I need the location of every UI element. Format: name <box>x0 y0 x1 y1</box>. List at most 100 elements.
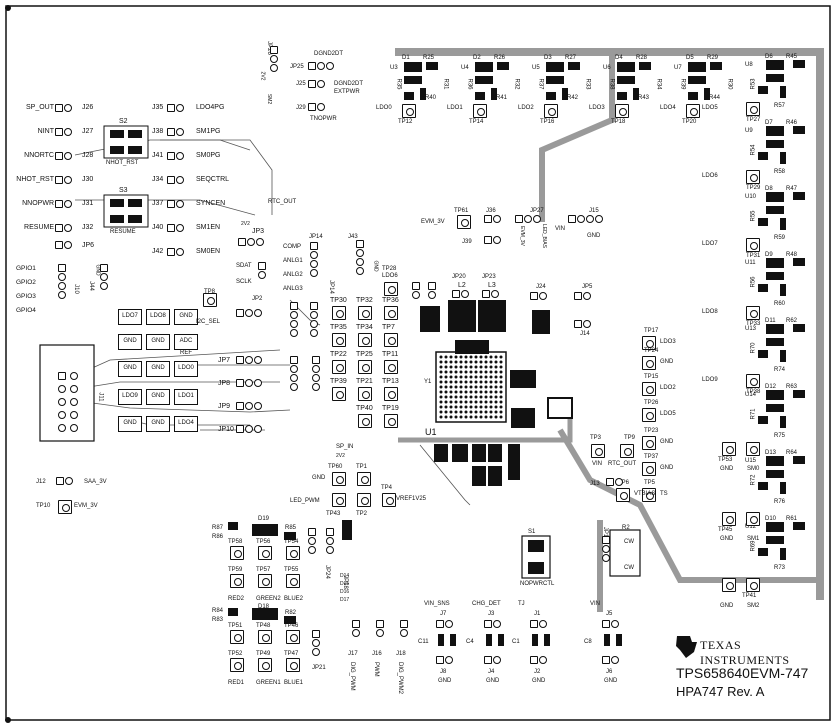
ldo-pad[interactable]: GND <box>118 334 142 350</box>
ldo-pad[interactable]: GND <box>146 389 170 405</box>
jp11-header[interactable] <box>290 302 298 337</box>
top-tp[interactable] <box>473 104 487 118</box>
ldo-pad[interactable]: LDO4 <box>174 416 198 432</box>
jumper-j42[interactable] <box>167 248 184 256</box>
j24-header[interactable] <box>530 292 547 300</box>
power-tp[interactable] <box>642 436 656 450</box>
led-tp[interactable] <box>286 658 300 672</box>
jp22-header[interactable] <box>412 282 420 299</box>
led-tp[interactable] <box>230 658 244 672</box>
power-tp[interactable] <box>642 488 656 502</box>
test-point[interactable] <box>384 306 398 320</box>
jp24-header[interactable] <box>308 528 316 554</box>
test-point[interactable] <box>358 333 372 347</box>
jack-header[interactable] <box>484 620 501 628</box>
j44-header[interactable] <box>100 264 108 290</box>
tp1[interactable] <box>357 472 371 486</box>
jp18-header[interactable] <box>326 528 334 554</box>
ldo-pad[interactable]: ADC REF <box>174 334 198 356</box>
top-tp[interactable] <box>544 104 558 118</box>
ldo-pad[interactable]: GND <box>118 416 142 432</box>
led-pwm-tp[interactable] <box>332 493 346 507</box>
test-point[interactable] <box>384 360 398 374</box>
power-tp[interactable] <box>642 356 656 370</box>
jack-header[interactable] <box>602 620 619 628</box>
led-tp[interactable] <box>230 630 244 644</box>
tp3[interactable] <box>591 444 605 458</box>
jp-row-header[interactable] <box>236 379 262 387</box>
led-tp[interactable] <box>286 630 300 644</box>
right-tp[interactable] <box>746 374 760 388</box>
j36-header[interactable] <box>484 215 501 223</box>
j14-header[interactable] <box>574 320 591 328</box>
jumper-j41[interactable] <box>167 152 184 160</box>
led-tp[interactable] <box>258 546 272 560</box>
jumper-j32[interactable] <box>55 224 72 232</box>
jack-header[interactable] <box>484 656 501 664</box>
top-tp[interactable] <box>686 104 700 118</box>
j39-header[interactable] <box>484 236 501 244</box>
ldo-pad[interactable]: GND <box>146 334 170 350</box>
test-point[interactable] <box>332 387 346 401</box>
jp-row-header[interactable] <box>236 402 262 410</box>
power-tp[interactable] <box>642 462 656 476</box>
test-point[interactable] <box>332 360 346 374</box>
j12-header[interactable] <box>56 477 73 485</box>
right-tp[interactable] <box>746 306 760 320</box>
power-tp[interactable] <box>616 488 630 502</box>
j15-header[interactable] <box>568 215 603 223</box>
jumper-j35[interactable] <box>167 104 184 112</box>
led-tp[interactable] <box>230 574 244 588</box>
sdat-sclk-header[interactable] <box>258 262 266 279</box>
jp25-header[interactable] <box>308 62 334 70</box>
led-tp[interactable] <box>286 574 300 588</box>
ldo-pad[interactable]: LDO8 <box>146 309 170 325</box>
test-point[interactable] <box>358 360 372 374</box>
jp3-header[interactable] <box>238 238 264 246</box>
jack-header[interactable] <box>436 620 453 628</box>
jp23-header[interactable] <box>482 290 499 298</box>
tp53[interactable] <box>722 442 736 456</box>
jumper-j38[interactable] <box>167 128 184 136</box>
jumper-j34[interactable] <box>167 176 184 184</box>
power-tp[interactable] <box>642 336 656 350</box>
j43-header[interactable] <box>356 240 364 275</box>
jumper-j37[interactable] <box>167 200 184 208</box>
tp45[interactable] <box>722 512 736 526</box>
right-tp[interactable] <box>746 238 760 252</box>
right-tp[interactable] <box>746 170 760 184</box>
j29-header[interactable] <box>308 103 325 111</box>
jp5-header[interactable] <box>574 292 591 300</box>
tp28[interactable] <box>384 282 398 296</box>
jp-row-header[interactable] <box>236 356 262 364</box>
test-point[interactable] <box>384 414 398 428</box>
tp61[interactable] <box>457 215 471 229</box>
ldo-pad[interactable]: LDO0 <box>174 361 198 377</box>
tp8[interactable] <box>203 293 217 307</box>
right-tp[interactable] <box>746 102 760 116</box>
jp13-header[interactable] <box>310 302 318 337</box>
j25-header[interactable] <box>308 80 325 88</box>
led-tp[interactable] <box>258 574 272 588</box>
led-tp[interactable] <box>286 546 300 560</box>
jp-row-header[interactable] <box>236 425 262 433</box>
test-point[interactable] <box>332 333 346 347</box>
jumper-j16[interactable] <box>376 620 384 637</box>
test-point[interactable] <box>358 387 372 401</box>
jumper-j31[interactable] <box>55 200 72 208</box>
jp20-header[interactable] <box>452 290 469 298</box>
power-tp[interactable] <box>642 382 656 396</box>
jp26-header[interactable] <box>270 46 278 72</box>
jumper-j26[interactable] <box>55 104 72 112</box>
jp15-header[interactable] <box>290 356 298 391</box>
jumper-j28[interactable] <box>55 152 72 160</box>
tp50[interactable] <box>746 442 760 456</box>
jumper-j18[interactable] <box>400 620 408 637</box>
jp2-header[interactable] <box>236 309 262 317</box>
test-point[interactable] <box>384 333 398 347</box>
test-point[interactable] <box>358 306 372 320</box>
jp21-header[interactable] <box>312 630 320 656</box>
jumper-j30[interactable] <box>55 176 72 184</box>
tp42[interactable] <box>722 578 736 592</box>
jumper-j17[interactable] <box>352 620 360 637</box>
